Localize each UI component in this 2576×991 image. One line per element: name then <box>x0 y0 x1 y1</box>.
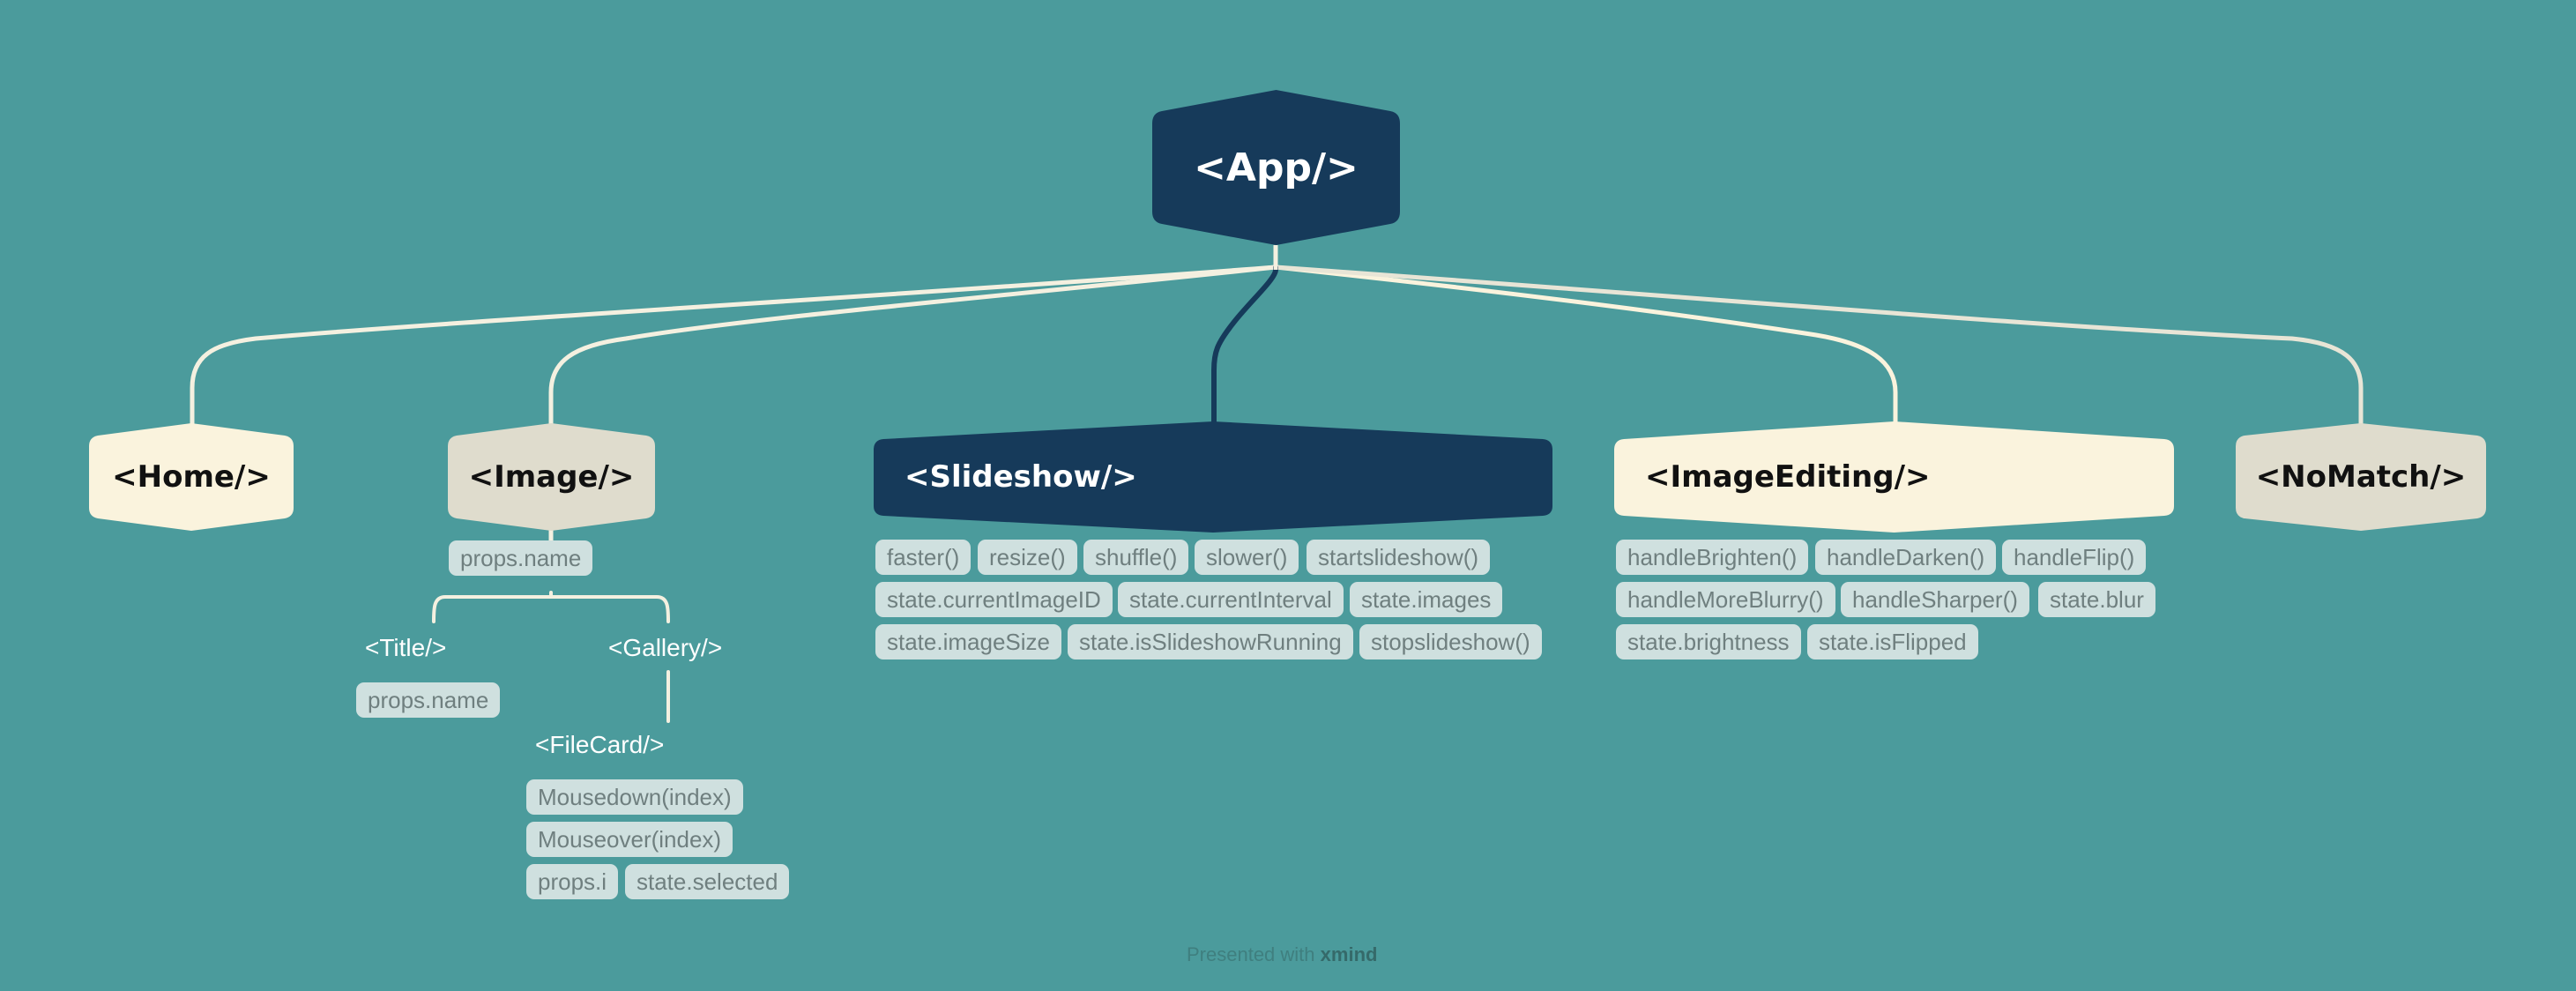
slideshow-prop-tag: startslideshow() <box>1307 540 1491 575</box>
filecard-prop-tag: Mouseover(index) <box>526 822 733 857</box>
node-nomatch-label: <NoMatch/> <box>2255 459 2467 495</box>
imageediting-prop-tag: handleDarken() <box>1815 540 1997 575</box>
slideshow-prop-tag: state.currentImageID <box>875 582 1113 617</box>
connector-app-slideshow <box>1211 265 1278 428</box>
title-prop-tag: props.name <box>356 682 501 718</box>
node-imageediting[interactable]: <ImageEditing/> <box>1613 421 2175 533</box>
image-prop-tag: props.name <box>449 540 593 576</box>
footer-credit: Presented with xmind <box>1187 943 1377 966</box>
connector-app-image <box>548 265 1278 428</box>
footer-brand: xmind <box>1320 943 1378 965</box>
connector-app-home <box>190 265 1278 428</box>
imageediting-prop-tag: state.brightness <box>1616 624 1801 659</box>
node-image[interactable]: <Image/> <box>447 423 656 531</box>
node-slideshow-label: <Slideshow/> <box>905 459 1137 495</box>
slideshow-prop-tag: state.isSlideshowRunning <box>1068 624 1353 659</box>
node-title-label[interactable]: <Title/> <box>365 634 447 661</box>
node-app[interactable]: <App/> <box>1150 88 1402 247</box>
node-home[interactable]: <Home/> <box>88 423 294 531</box>
slideshow-prop-tag: slower() <box>1195 540 1299 575</box>
connector-image-children <box>432 591 670 623</box>
slideshow-prop-tag: stopslideshow() <box>1359 624 1542 659</box>
filecard-prop-tag: Mousedown(index) <box>526 779 743 815</box>
slideshow-prop-tag: state.images <box>1350 582 1503 617</box>
connector-app-imageediting <box>1273 265 1898 428</box>
imageediting-prop-tag: handleMoreBlurry() <box>1616 582 1835 617</box>
node-gallery-label[interactable]: <Gallery/> <box>608 634 723 661</box>
slideshow-prop-tag: faster() <box>875 540 972 575</box>
node-imageediting-label: <ImageEditing/> <box>1645 459 1931 495</box>
imageediting-prop-tag: state.blur <box>2038 582 2155 617</box>
node-home-label: <Home/> <box>112 459 271 495</box>
imageediting-prop-tag: handleSharper() <box>1841 582 2029 617</box>
filecard-prop-tag: props.i <box>526 864 619 899</box>
node-image-label: <Image/> <box>468 459 635 495</box>
imageediting-prop-tag: handleBrighten() <box>1616 540 1809 575</box>
footer-prefix: Presented with <box>1187 943 1315 965</box>
filecard-prop-tag: state.selected <box>625 864 790 899</box>
node-nomatch[interactable]: <NoMatch/> <box>2235 423 2487 531</box>
slideshow-prop-tag: state.imageSize <box>875 624 1061 659</box>
slideshow-prop-tag: shuffle() <box>1083 540 1189 575</box>
node-filecard-label[interactable]: <FileCard/> <box>535 731 665 758</box>
slideshow-prop-tag: resize() <box>978 540 1077 575</box>
node-app-label: <App/> <box>1194 145 1359 190</box>
imageediting-prop-tag: state.isFlipped <box>1807 624 1978 659</box>
connector-app-nomatch <box>1273 265 2364 428</box>
imageediting-prop-tag: handleFlip() <box>2002 540 2147 575</box>
slideshow-prop-tag: state.currentInterval <box>1118 582 1344 617</box>
node-slideshow[interactable]: <Slideshow/> <box>873 421 1553 533</box>
